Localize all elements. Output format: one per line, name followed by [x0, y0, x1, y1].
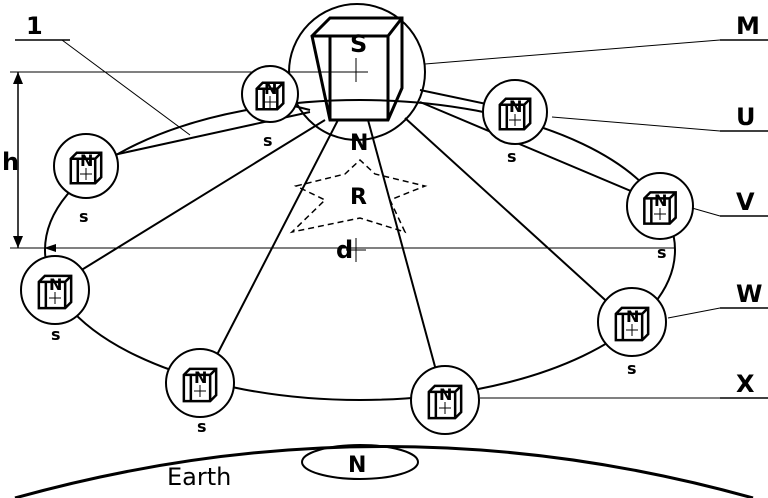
d-arrow-left [44, 244, 56, 252]
satellite-s-label: s [197, 417, 207, 436]
satellite-magnet-cube [498, 97, 532, 131]
satellite-n-label: N [264, 79, 277, 98]
x-label: X [736, 370, 755, 398]
u-label: U [736, 103, 756, 131]
tether-bottom-left [204, 119, 339, 379]
satellite-upper-left: Ns [241, 65, 299, 150]
ref-1-label: 1 [26, 12, 43, 40]
satellite-s-label: s [51, 325, 61, 344]
satellite-n-label: N [439, 385, 452, 404]
satellite-magnet-cube [37, 274, 73, 310]
satellite-far-left: Ns [20, 255, 90, 344]
w-leader [667, 307, 721, 319]
tether-far-left [61, 119, 326, 283]
satellite-n-label: N [80, 151, 93, 170]
satellite-magnet-cube [255, 81, 285, 111]
central-magnet: S N [288, 3, 426, 156]
satellite-s-label: s [657, 243, 667, 262]
r-label: R [350, 185, 367, 210]
w-label: W [736, 280, 762, 308]
satellite-n-label: N [626, 307, 639, 326]
satellite-bottom-mid: N [410, 365, 480, 435]
satellite-bottom-left: Ns [165, 348, 235, 436]
satellite-s-label: s [627, 359, 637, 378]
central-s-label: S [350, 30, 367, 58]
m-leader [424, 39, 721, 65]
earth-label: Earth [167, 463, 231, 491]
satellite-n-label: N [654, 191, 667, 210]
satellite-magnet-cube [69, 151, 103, 185]
h-arrow-bottom [13, 236, 23, 248]
earth-n-pole-ellipse [301, 444, 419, 480]
tether-lines [61, 89, 646, 386]
satellite-s-label: s [263, 131, 273, 150]
v-leader [691, 207, 721, 217]
satellite-magnet-cube [182, 367, 218, 403]
m-label: M [736, 12, 760, 40]
satellite-s-label: s [507, 147, 517, 166]
satellite-upper-right: Ns [482, 79, 548, 166]
central-n-label: N [350, 131, 368, 156]
satellite-magnet-cube [643, 191, 677, 225]
satellite-s-label: s [79, 207, 89, 226]
satellite-lower-right: Ns [597, 287, 667, 378]
central-magnet-cube [310, 16, 404, 122]
tether-bottom-mid [367, 119, 441, 386]
h-label: h [2, 148, 19, 176]
orbit-ellipse [44, 99, 676, 401]
satellite-magnet-cube [614, 306, 650, 342]
v-label: V [736, 188, 755, 216]
satellite-n-label: N [49, 275, 62, 294]
d-label: d [336, 236, 353, 264]
tether-right [419, 101, 646, 198]
satellite-magnet-cube [427, 384, 463, 420]
h-arrow-top [13, 72, 23, 84]
satellite-n-label: N [509, 97, 522, 116]
earth-surface [14, 445, 754, 498]
satellite-left: Ns [53, 133, 119, 226]
satellite-n-label: N [194, 368, 207, 387]
u-leader [551, 116, 721, 132]
tether-lower-right [404, 117, 626, 319]
earth-n-label: N [348, 453, 366, 478]
central-magnet-circle [288, 3, 426, 141]
satellite-right: Ns [626, 172, 694, 262]
ref-1-leader [61, 39, 191, 136]
